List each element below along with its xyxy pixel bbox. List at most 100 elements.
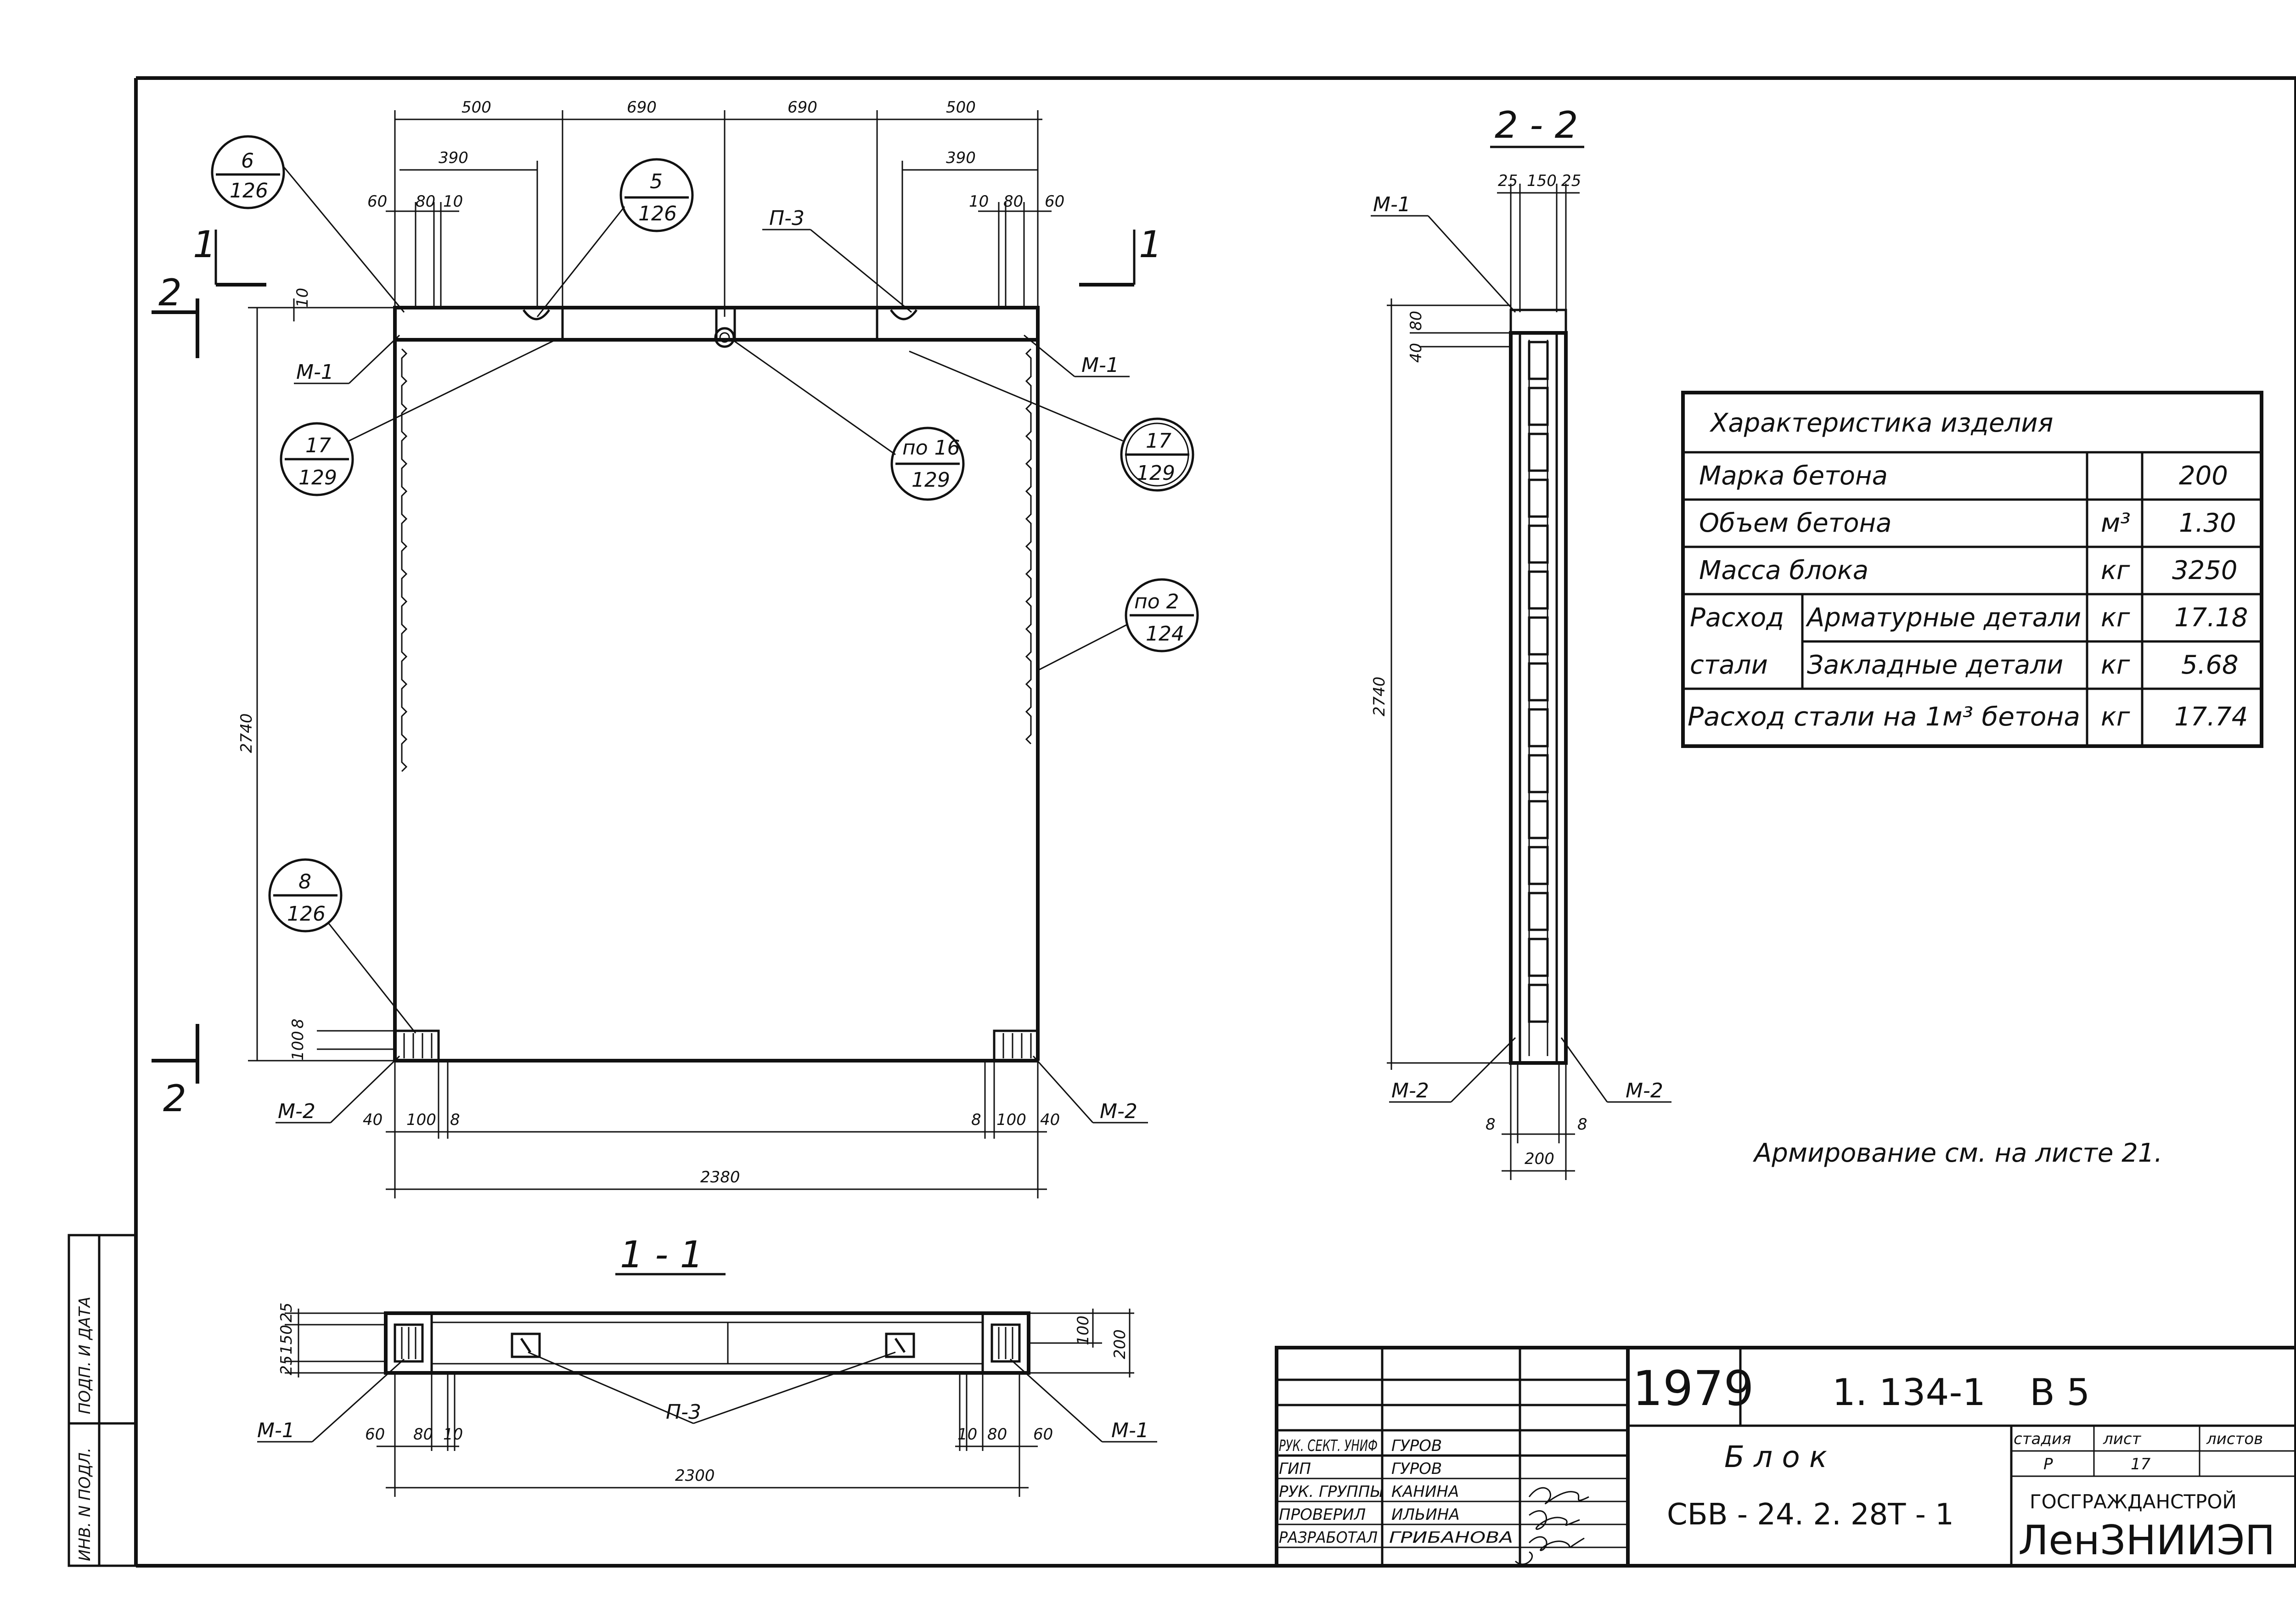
char-row-0-value: 200: [2179, 461, 2228, 491]
char-row-0-name: Марка бетона: [1699, 461, 1888, 491]
svg-text:129: 129: [912, 468, 950, 492]
char-row-1-name: Объем бетона: [1699, 508, 1891, 538]
svg-text:по 2: по 2: [1134, 590, 1179, 613]
side-stamp-bottom: ИНВ. N ПОДЛ.: [76, 1448, 94, 1561]
elev-base-100-right: 100: [996, 1111, 1026, 1129]
tb-sheets-header: листов: [2206, 1430, 2263, 1448]
sheet-frame: [134, 76, 2296, 1568]
ref-2-124: по 2 124: [1037, 578, 1199, 671]
s11-base-80-left: 80: [413, 1425, 433, 1444]
elev-dim-100: 100: [289, 1031, 307, 1061]
section-2-2: 2 - 2 25 150 25 М-1 2740 80 40 М-2 М-2: [1370, 104, 1671, 1180]
tb-staff-4-role: РАЗРАБОТАЛ: [1279, 1529, 1378, 1547]
elevation-view: 500 690 690 500 390 390 60 80 10 10 80 6…: [152, 98, 1199, 1198]
cut2-top-label: 2: [158, 271, 182, 314]
s11-left-dim-0: 25: [277, 1303, 296, 1322]
s11-width-dim: 2300: [675, 1467, 715, 1485]
s22-base-8-left: 8: [1486, 1115, 1496, 1134]
s22-height-dim: 2740: [1370, 676, 1389, 716]
section11-title: 1 - 1: [620, 1233, 703, 1276]
elev-dim-8: 8: [289, 1018, 307, 1029]
s22-dim-150: 150: [1527, 172, 1557, 190]
side-stamp: ПОДП. И ДАТА ИНВ. N ПОДЛ.: [68, 1234, 137, 1567]
s22-dim-40: 40: [1407, 343, 1425, 363]
s11-base-10-right: 10: [957, 1425, 977, 1444]
svg-text:129: 129: [298, 466, 337, 489]
char-steel-1-unit: кг: [2101, 650, 2130, 680]
elev-base-40-left: 40: [363, 1111, 383, 1129]
char-steel-0-name: Арматурные детали: [1806, 603, 2081, 633]
characteristics-table: Характеристика изделия Марка бетона 200 …: [1681, 391, 2263, 748]
svg-text:126: 126: [287, 902, 326, 926]
s11-p3-label: П-3: [666, 1400, 701, 1424]
s11-m1-left: М-1: [257, 1419, 295, 1442]
svg-text:по 16: по 16: [902, 436, 960, 460]
tb-stage-header: стадия: [2014, 1430, 2071, 1448]
elev-dim-80-left: 80: [416, 192, 435, 211]
ref-5-126: 5 126: [536, 158, 694, 317]
s22-width-dim: 200: [1525, 1150, 1554, 1168]
elev-base-40-right: 40: [1040, 1111, 1060, 1129]
s11-right-dim-100: 100: [1074, 1315, 1092, 1345]
section-1-1: 1 - 1 25 150 25 100 200: [257, 1233, 1157, 1497]
s11-right-dim-200: 200: [1111, 1329, 1129, 1359]
char-steel-1-name: Закладные детали: [1807, 650, 2063, 680]
s11-base-60-left: 60: [365, 1425, 385, 1444]
elev-dim-60-right: 60: [1045, 192, 1064, 211]
tb-staff-0-name: ГУРОВ: [1391, 1437, 1442, 1455]
side-stamp-top: ПОДП. И ДАТА: [76, 1297, 94, 1414]
elev-width-dim: 2380: [700, 1168, 740, 1186]
cut1-left-label: 1: [193, 223, 216, 266]
reinforcement-note: Армирование см. на листе 21.: [1753, 1138, 2162, 1168]
s11-base-60-right: 60: [1033, 1425, 1053, 1444]
tb-name-line1: Б л о к: [1724, 1440, 1827, 1474]
elev-p3-label: П-3: [769, 207, 805, 230]
svg-text:126: 126: [230, 179, 268, 202]
tb-staff-1-role: ГИП: [1279, 1460, 1311, 1478]
tb-staff-3-role: ПРОВЕРИЛ: [1279, 1506, 1366, 1524]
tb-series: 1. 134-1: [1832, 1371, 1986, 1414]
tb-staff-3-name: ИЛЬИНА: [1391, 1506, 1460, 1524]
tb-year: 1979: [1632, 1360, 1754, 1417]
svg-text:17: 17: [305, 434, 331, 457]
elev-dim-10-right: 10: [969, 192, 989, 211]
s11-left-dim-1: 150: [277, 1325, 296, 1355]
elev-dim-60-left: 60: [367, 192, 387, 211]
elev-base-8-right: 8: [971, 1111, 981, 1129]
char-row-1-value: 1.30: [2179, 508, 2236, 538]
s22-dim-80: 80: [1407, 311, 1425, 331]
char-steel-1-value: 5.68: [2181, 650, 2239, 680]
elev-dim-80-right: 80: [1003, 192, 1023, 211]
char-steel-0-unit: кг: [2101, 603, 2130, 633]
svg-text:6: 6: [241, 149, 254, 173]
signatures: [1514, 1487, 1589, 1565]
s11-left-dim-2: 25: [277, 1355, 296, 1375]
s22-m2-left: М-2: [1391, 1079, 1429, 1102]
elev-m2-right: М-2: [1100, 1100, 1137, 1123]
s22-dim-25b: 25: [1561, 172, 1581, 190]
char-last-value: 17.74: [2174, 702, 2248, 732]
elev-dim-10-left: 10: [443, 192, 463, 211]
elev-dim-500b: 500: [946, 98, 976, 117]
tb-org1: ГОСГРАЖДАНСТРОЙ: [2030, 1490, 2237, 1513]
cut2-bottom-label: 2: [163, 1077, 186, 1120]
elev-dim-390-right: 390: [946, 149, 976, 167]
ref-17-129-right: 17 129: [909, 350, 1194, 492]
tb-staff-2-role: РУК. ГРУППЫ: [1279, 1483, 1384, 1501]
ref-16-129: по 16 129: [732, 339, 965, 501]
svg-text:5: 5: [650, 170, 663, 193]
svg-text:129: 129: [1137, 461, 1175, 485]
s22-m1-label: М-1: [1373, 193, 1411, 216]
tb-name-line2: СБВ - 24. 2. 28Т - 1: [1667, 1498, 1954, 1532]
tb-staff-4-name: ГРИБАНОВА: [1389, 1529, 1513, 1547]
elev-m1-left: М-1: [296, 360, 334, 384]
tb-sheet: 17: [2131, 1455, 2151, 1473]
tb-staff-1-name: ГУРОВ: [1391, 1460, 1442, 1478]
char-row-2-value: 3250: [2172, 556, 2238, 585]
tb-staff-0-role: РУК. СЕКТ. УНИФ: [1279, 1437, 1378, 1455]
char-steel-line1: Расход: [1690, 603, 1784, 633]
ref-6-126: 6 126: [211, 135, 405, 313]
svg-text:124: 124: [1146, 622, 1184, 646]
char-last-unit: кг: [2101, 702, 2130, 732]
